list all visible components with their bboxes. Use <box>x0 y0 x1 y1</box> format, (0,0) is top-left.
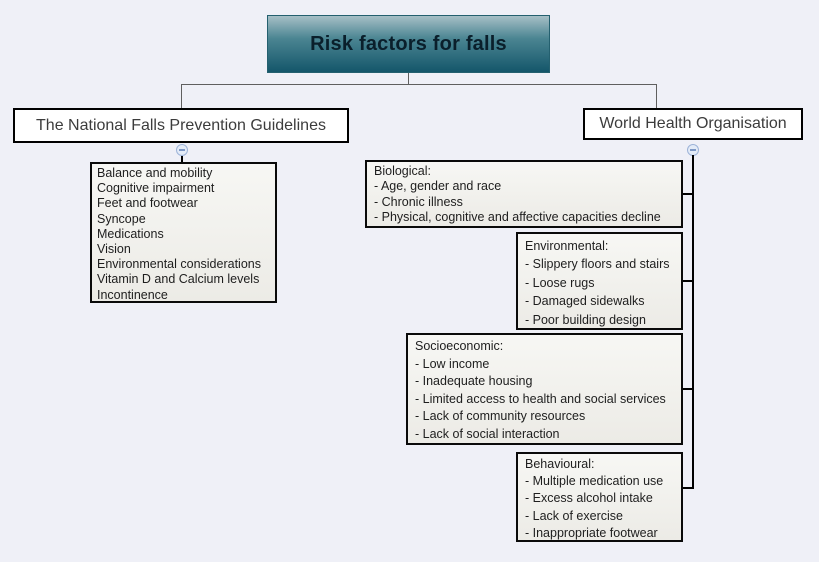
list-item: Environmental considerations <box>97 257 261 272</box>
list-item: - Loose rugs <box>525 275 595 290</box>
list-item: - Poor building design <box>525 312 646 327</box>
node-national-guidelines: The National Falls Prevention Guidelines <box>13 108 349 143</box>
category-title: Environmental: <box>525 239 609 253</box>
connector-stub-socioeconomic <box>683 388 693 390</box>
node-who-label: World Health Organisation <box>599 115 787 132</box>
node-category-behavioural: Behavioural: - Multiple medication use -… <box>516 452 683 542</box>
node-category-socioeconomic: Socioeconomic: - Low income - Inadequate… <box>406 333 683 445</box>
list-item: Vitamin D and Calcium levels <box>97 272 260 287</box>
list-item: - Slippery floors and stairs <box>525 257 670 272</box>
list-item: - Inappropriate footwear <box>525 525 658 540</box>
list-item: - Multiple medication use <box>525 474 664 489</box>
list-item: Syncope <box>97 211 146 226</box>
list-item: - Inadequate housing <box>415 374 533 389</box>
collapse-minus-icon[interactable] <box>176 144 188 156</box>
node-guidelines-list: Balance and mobility Cognitive impairmen… <box>90 162 277 303</box>
connector-horizontal <box>181 84 657 85</box>
list-item: - Lack of exercise <box>525 508 623 523</box>
list-item: - Lack of community resources <box>415 409 586 424</box>
connector-right-drop <box>656 84 657 108</box>
category-title: Socioeconomic: <box>415 339 504 353</box>
connector-title-drop <box>408 73 409 85</box>
list-item: - Limited access to health and social se… <box>415 391 666 406</box>
category-title: Behavioural: <box>525 457 595 471</box>
list-item: Feet and footwear <box>97 196 198 211</box>
list-item: Incontinence <box>97 287 168 302</box>
list-item: Cognitive impairment <box>97 181 215 196</box>
connector-who-trunk <box>692 155 694 489</box>
connector-stub-biological <box>683 193 693 195</box>
category-title: Biological: <box>374 164 431 178</box>
list-item: - Excess alcohol intake <box>525 491 653 506</box>
root-node-risk-factors: Risk factors for falls <box>267 15 550 73</box>
list-item: Vision <box>97 242 131 257</box>
root-node-label: Risk factors for falls <box>310 32 507 55</box>
list-item: - Chronic illness <box>374 194 463 209</box>
node-category-biological: Biological: - Age, gender and race - Chr… <box>365 160 683 228</box>
connector-left-drop <box>181 84 182 108</box>
list-item: - Damaged sidewalks <box>525 294 645 309</box>
list-item: - Lack of social interaction <box>415 426 560 441</box>
node-category-environmental: Environmental: - Slippery floors and sta… <box>516 232 683 330</box>
list-item: - Age, gender and race <box>374 179 502 194</box>
connector-stub-behavioural <box>683 487 693 489</box>
list-item: - Low income <box>415 356 490 371</box>
list-item: Medications <box>97 226 164 241</box>
list-item: - Physical, cognitive and affective capa… <box>374 209 661 224</box>
list-item: Balance and mobility <box>97 166 213 180</box>
connector-stub-environmental <box>683 280 693 282</box>
node-national-guidelines-label: The National Falls Prevention Guidelines <box>36 116 326 134</box>
connector-left-stub <box>181 156 183 163</box>
node-who: World Health Organisation <box>583 108 803 140</box>
